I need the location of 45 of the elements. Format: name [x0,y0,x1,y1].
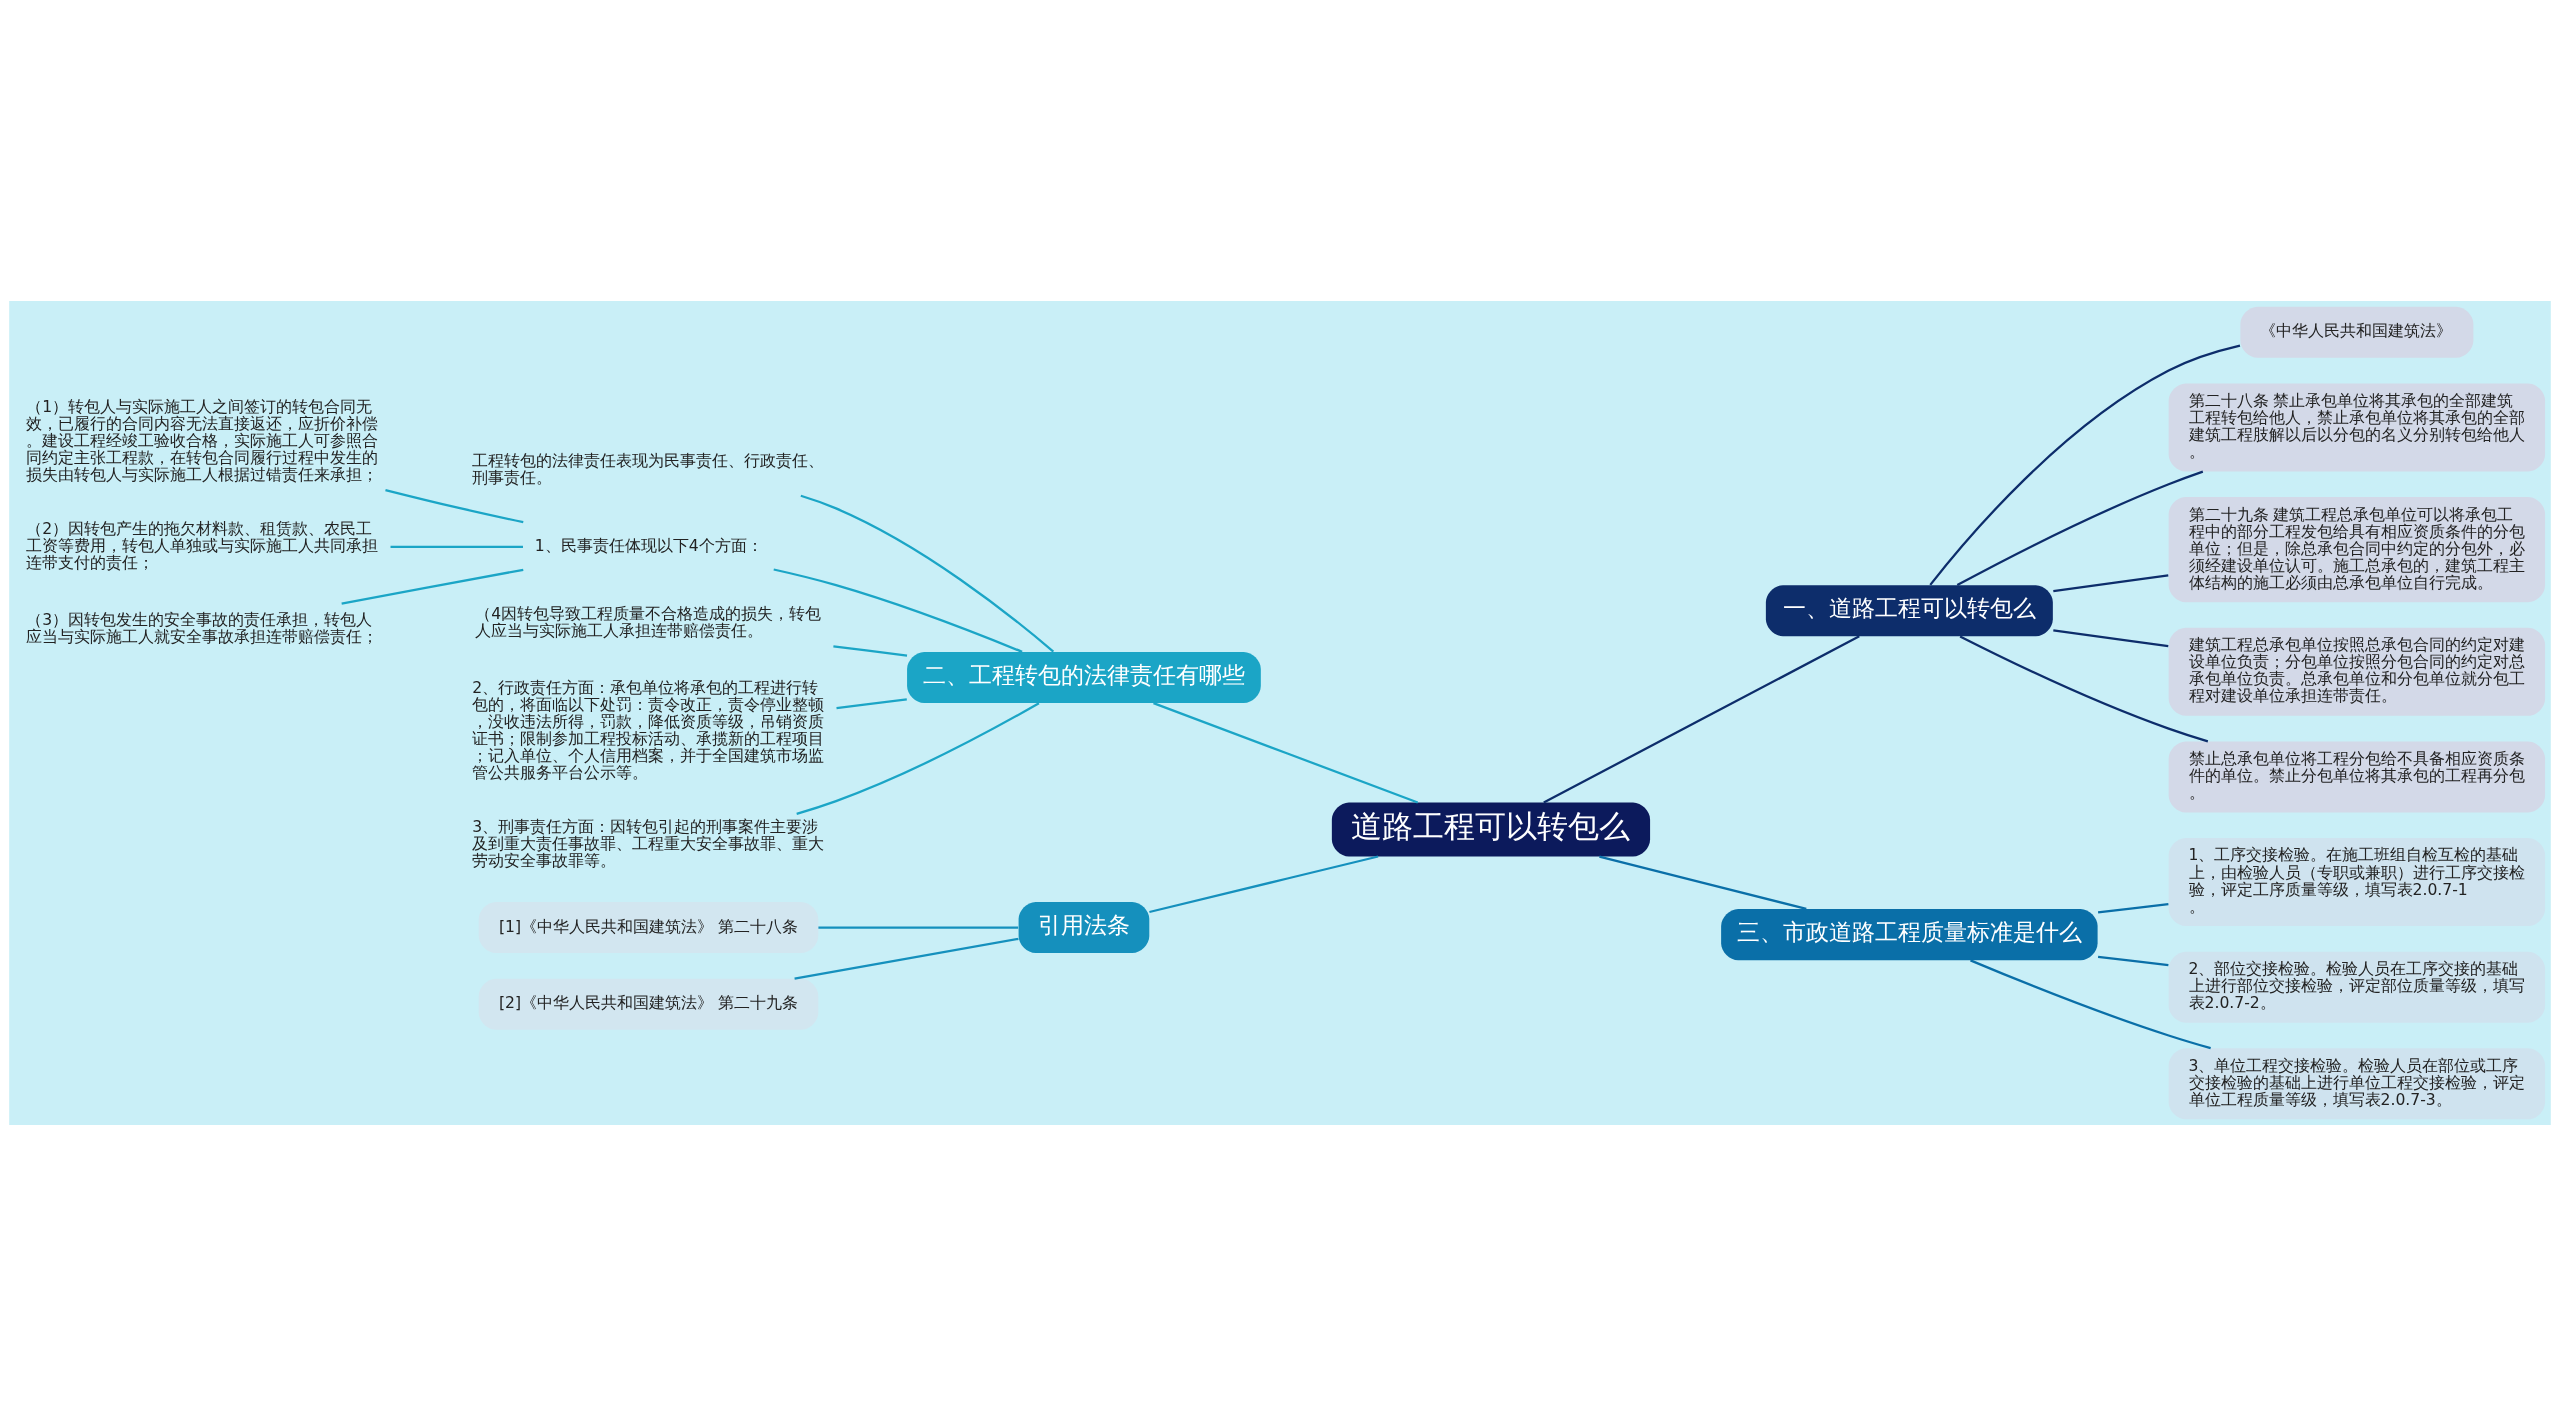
connector [800,494,1055,652]
connector [1929,344,2241,586]
node-box: [1]《中华人民共和国建筑法》 第二十八条 [478,901,819,953]
connector [385,488,524,523]
connector [1956,470,2204,586]
node-text: 3、刑事责任方面：因转包引起的刑事案件主要涉及到重大责任事故罪、工程重大安全事故罪、重大劳动安全事故罪等。 [472,817,825,870]
node-text: （2）因转包产生的拖欠材料款、租赁款、农民工工资等费用，转包人单独或与实际施工人共同承担连带支付的责任； [26,519,379,572]
node-box: 2、部位交接检验。检验人员在工序交接的基础上进行部位交接检验，评定部位质量等级，填写表2.0.7-2。 [2168,951,2546,1023]
node-box: 禁止总承包单位将工程分包给不具备相应资质条件的单位。禁止分包单位将其承包的工程再分包。 [2168,740,2546,812]
connector [1149,854,1379,913]
connector [2053,628,2169,647]
node-text: （1）转包人与实际施工人之间签订的转包合同无效，已履行的合同内容无法直接返还，应折价补偿。建设工程经竣工验收合格，实际施工人可参照合同约定主张工程款，在转包合同履行过程中发生的损失由转包人与实际施工人根据过错责任来承担； [26,397,379,484]
connector [1543,634,1860,803]
node-text: 1、民事责任体现以下4个方面： [534,536,763,555]
node-box: 1、工序交接检验。在施工班组自检互检的基础上，由检验人员（专职或兼职）进行工序交接检验，评定工序质量等级，填写表2.0.7-1。 [2168,837,2546,926]
node-box: 引用法条 [1018,901,1150,953]
connector [818,925,1019,929]
node-box: 二、工程转包的法律责任有哪些 [907,651,1261,703]
node-text: 工程转包的法律责任表现为民事责任、行政责任、刑事责任。 [472,451,825,487]
node-box: 《中华人民共和国建筑法》 [2240,306,2474,358]
node-box: 3、单位工程交接检验。检验人员在部位或工序交接检验的基础上进行单位工程交接检验，评定单位工程质量等级，填写表2.0.7-3。 [2168,1047,2546,1119]
node-box: 建筑工程总承包单位按照总承包合同的约定对建设单位负责；分包单位按照分包合同的约定对总承包单位负责。总承包单位和分包单位就分包工程对建设单位承担连带责任。 [2168,627,2546,716]
connector [796,701,1040,815]
connector [2097,902,2169,914]
connector [2097,955,2169,966]
node-box: 第二十八条 禁止承包单位将其承包的全部建筑工程转包给他人，禁止承包单位将其承包的全部建筑工程肢解以后以分包的名义分别转包给他人。 [2168,382,2546,471]
node-box: 一、道路工程可以转包么 [1765,584,2053,636]
node-box: 三、市政道路工程质量标准是什么 [1721,908,2098,960]
connector [1599,854,1807,910]
connector [1959,634,2209,742]
connector [390,545,523,548]
connector [794,937,1019,980]
connector [773,567,1023,653]
node-text: （4因转包导致工程质量不合格造成的损失，转包人应当与实际施工人承担连带赔偿责任。 [475,604,822,640]
node-text: （3）因转包发生的安全事故的责任承担，转包人应当与实际施工人就安全事故承担连带赔偿责任； [26,610,379,646]
connector [2053,573,2169,592]
connector [1153,701,1419,804]
node-box: 第二十九条 建筑工程总承包单位可以将承包工程中的部分工程发包给具有相应资质条件的分包单位；但是，除总承包合同中约定的分包外，必须经建设单位认可。施工总承包的，建筑工程主体结构的施工必须由总承包单位自行完成。 [2168,496,2546,602]
connector [341,568,524,605]
connector [836,697,907,709]
connector [833,644,908,657]
node-box: 道路工程可以转包么 [1331,802,1651,856]
node-box: [2]《中华人民共和国建筑法》 第二十九条 [478,978,819,1030]
node-text: 2、行政责任方面：承包单位将承包的工程进行转包的，将面临以下处罚：责令改正，责令停业整顿，没收违法所得，罚款，降低资质等级，吊销资质证书；限制参加工程投标活动、承揽新的工程项目；记入单位、个人信用档案，并于全国建筑市场监管公共服务平台公示等。 [472,678,825,782]
connector [1970,958,2211,1049]
